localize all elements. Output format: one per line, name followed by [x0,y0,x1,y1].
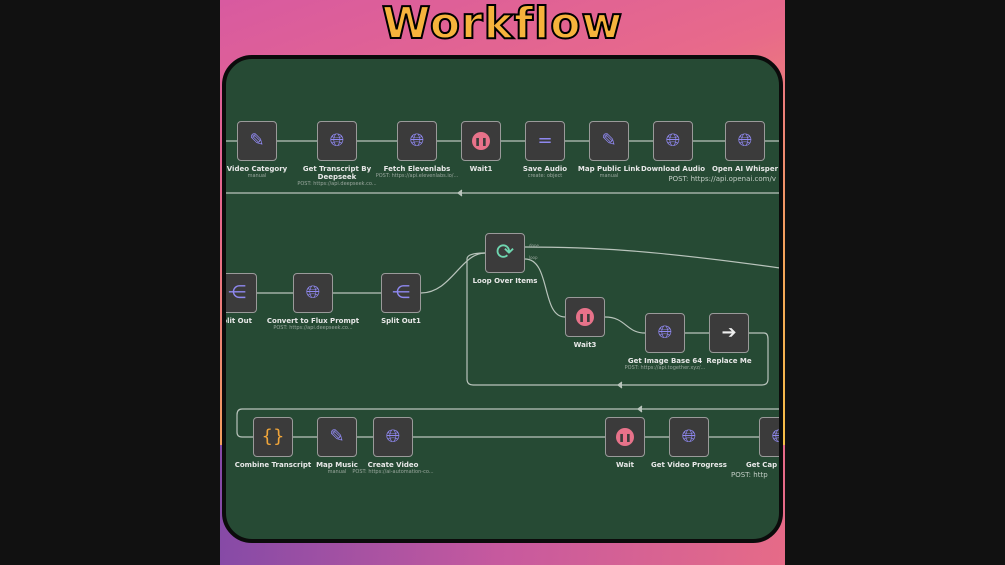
node-label: Download Audio [640,165,706,173]
node-label: Get Cap [746,461,778,469]
pause-icon: ❚❚ [472,132,490,150]
node-download-audio[interactable]: 🌐︎ [653,121,693,161]
connection [420,252,486,294]
node-get-captions[interactable]: 🌐︎ [759,417,779,457]
pencil-icon: ✎ [329,426,345,447]
node-combine-transcript[interactable]: {} [253,417,293,457]
node-label: Replace Me [706,357,752,365]
arrow-marker [637,405,643,413]
output-loop-label: loop [529,255,538,260]
node-create-video[interactable]: 🌐︎ [373,417,413,457]
split-icon: ⋲ [392,282,410,303]
globe-icon: 🌐︎ [329,130,345,151]
globe-icon: 🌐︎ [772,428,779,446]
globe-icon: 🌐︎ [385,426,401,447]
node-map-music[interactable]: ✎ [317,417,357,457]
connection-loop-back [466,252,769,386]
connection [604,316,709,334]
node-map-public-link[interactable]: ✎ [589,121,629,161]
pause-icon: ❚❚ [576,308,594,326]
connections [226,140,779,438]
globe-icon: 🌐︎ [305,282,321,303]
node-fetch-elevenlabs[interactable]: 🌐︎ [397,121,437,161]
node-label: plit Out [222,317,252,325]
node-save-audio[interactable]: = [525,121,565,161]
node-get-image-base64[interactable]: 🌐︎ [645,313,685,353]
equals-icon: = [537,130,553,151]
node-wait1[interactable]: ❚❚ [461,121,501,161]
node-label: Loop Over Items [472,277,538,285]
arrow-marker [457,189,463,197]
node-wait[interactable]: ❚❚ [605,417,645,457]
node-get-transcript[interactable]: 🌐︎ [317,121,357,161]
braces-icon: {} [261,426,285,447]
node-label: Split Out1 [381,317,421,325]
node-label: Wait [616,461,634,469]
node-open-ai-whisper[interactable]: 🌐︎ [725,121,765,161]
arrow-right-icon: ➔ [721,322,737,343]
node-get-video-progress[interactable]: 🌐︎ [669,417,709,457]
loop-icon: ⟳ [495,240,515,265]
node-sublabel: POST: http [731,471,768,479]
output-done-label: done [529,243,539,248]
node-label: Wait3 [573,341,597,349]
pause-icon: ❚❚ [616,428,634,446]
node-sublabel: POST: https://api.openai.com/v [668,175,776,183]
node-wait3[interactable]: ❚❚ [565,297,605,337]
globe-icon: 🌐︎ [681,426,697,447]
node-label: Get Video Progress [651,461,727,469]
pencil-icon: ✎ [601,130,617,151]
node-split-out[interactable]: ⋲ [226,273,257,313]
node-loop-over-items[interactable]: ⟳ [485,233,525,273]
globe-icon: 🌐︎ [665,130,681,151]
node-split-out1[interactable]: ⋲ [381,273,421,313]
node-label: Wait1 [469,165,493,173]
node-video-category[interactable]: ✎ [237,121,277,161]
connection [524,258,566,318]
pencil-icon: ✎ [249,130,265,151]
split-icon: ⋲ [228,282,246,303]
node-convert-flux[interactable]: 🌐︎ [293,273,333,313]
node-label: Combine Transcript [234,461,312,469]
node-replace-me[interactable]: ➔ [709,313,749,353]
connection-return [236,408,779,438]
globe-icon: 🌐︎ [409,130,425,151]
globe-icon: 🌐︎ [737,130,753,151]
node-label: Open AI Whisper [711,165,779,173]
globe-icon: 🌐︎ [657,322,673,343]
arrow-marker [617,381,623,389]
connection [524,246,779,269]
page-title: Workflow [381,0,624,50]
